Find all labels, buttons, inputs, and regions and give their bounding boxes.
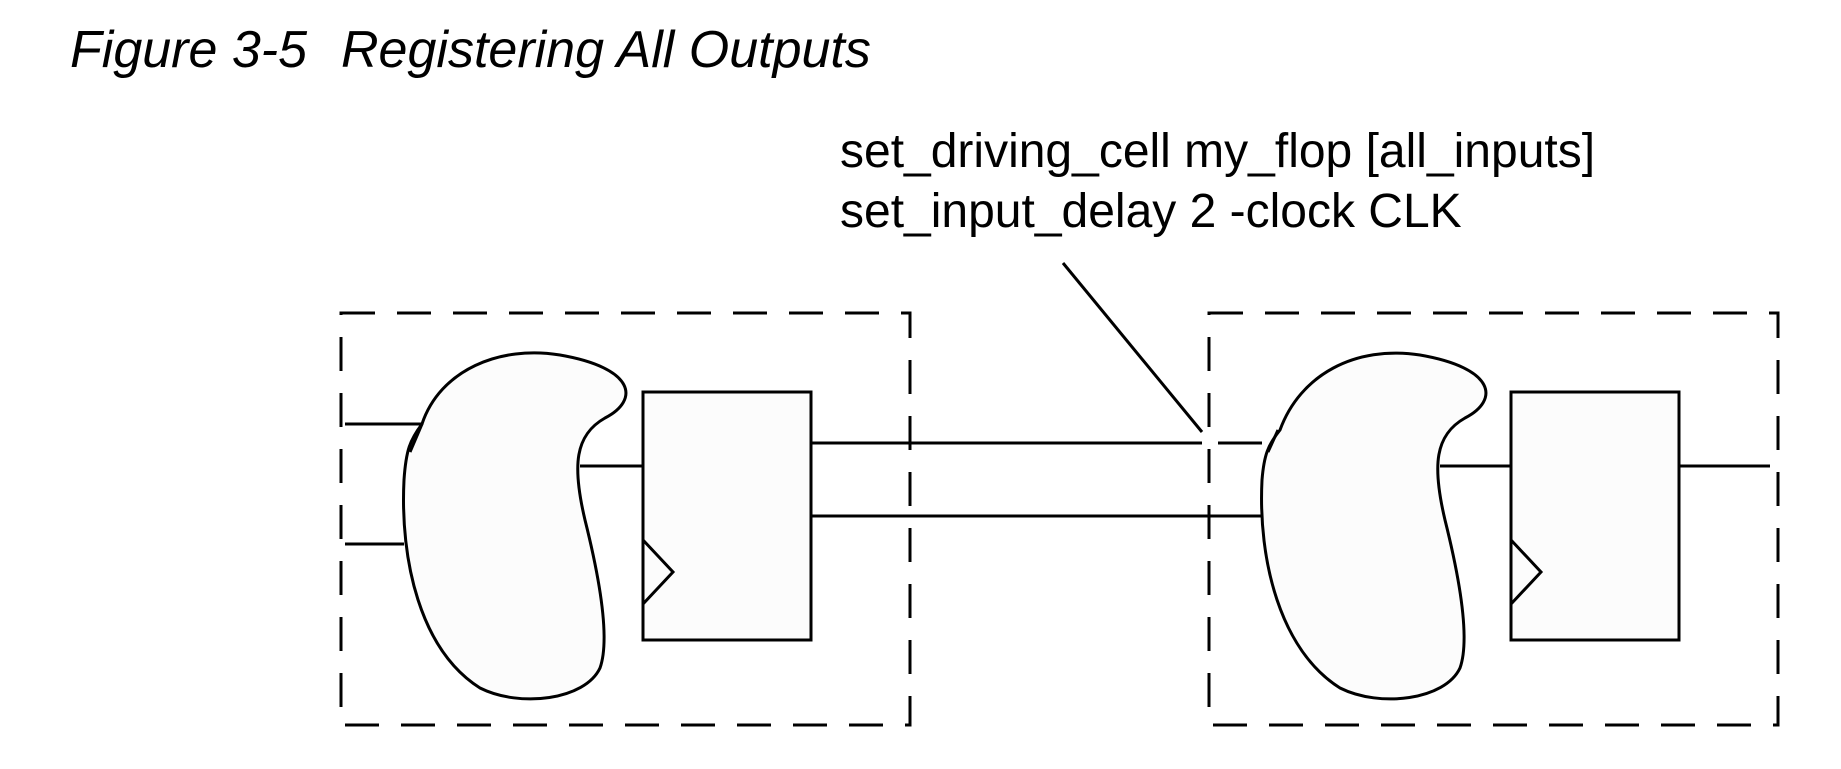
- right-block-boundary: [1207, 311, 1780, 727]
- interconnect: [811, 262, 1262, 518]
- left-flip-flop: [641, 390, 813, 642]
- annotation-leader-line: [1061, 262, 1204, 433]
- figure-caption: Figure 3-5 Registering All Outputs: [70, 18, 871, 82]
- right-combinational-logic: [1260, 351, 1488, 701]
- left-block: [339, 311, 912, 727]
- annotation-line-input-delay: set_input_delay 2 -clock CLK: [840, 185, 1462, 238]
- right-flip-flop: [1509, 390, 1681, 642]
- right-block: [1207, 311, 1780, 727]
- figure-number: Figure 3-5: [70, 21, 307, 79]
- figure-title: Registering All Outputs: [341, 21, 871, 79]
- right-logic-input-stub: [1266, 429, 1280, 453]
- left-block-boundary: [339, 311, 912, 727]
- annotation-line-driving-cell: set_driving_cell my_flop [all_inputs]: [840, 125, 1596, 178]
- left-combinational-logic: [402, 351, 628, 701]
- right-flop-clock-triangle: [1509, 538, 1544, 606]
- left-logic-input-stub: [408, 423, 424, 453]
- left-flop-clock-triangle: [641, 538, 676, 606]
